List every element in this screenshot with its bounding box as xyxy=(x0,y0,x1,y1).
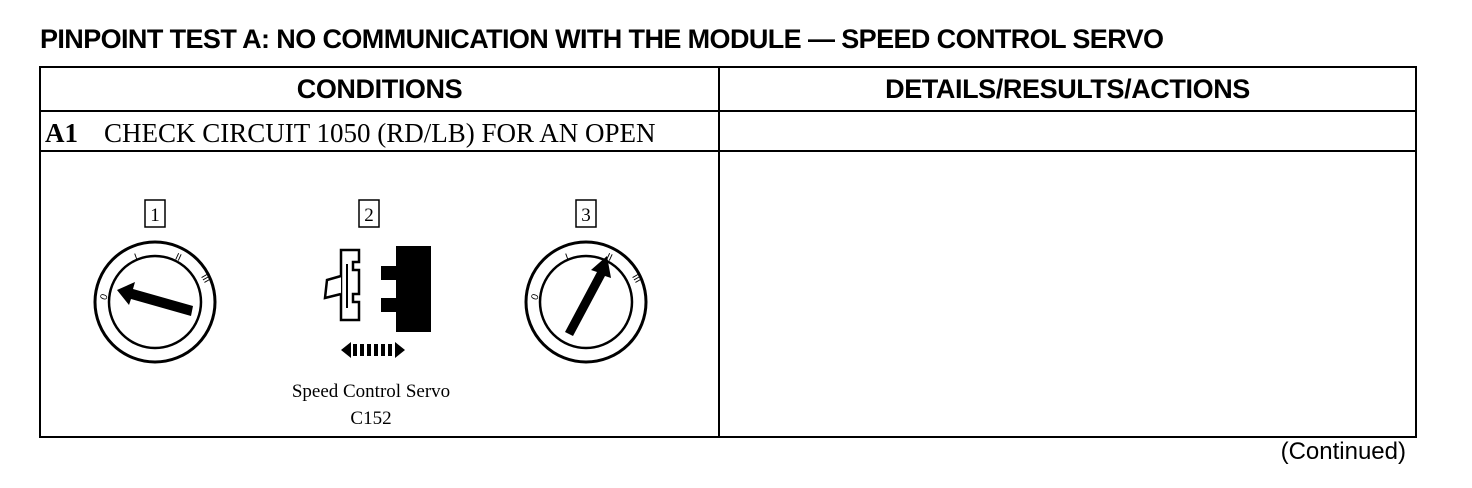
continued-note: (Continued) xyxy=(1280,438,1406,465)
column-divider xyxy=(718,68,720,436)
caption-connector-id: C152 xyxy=(350,408,392,429)
figure-caption: Speed Control Servo C152 xyxy=(251,378,491,432)
details-header: DETAILS/RESULTS/ACTIONS xyxy=(885,74,1250,104)
svg-text:3: 3 xyxy=(581,205,591,226)
caption-component: Speed Control Servo xyxy=(291,381,451,402)
ignition-switch-off-icon: 0 I II III xyxy=(93,240,217,364)
svg-text:I: I xyxy=(133,252,139,263)
svg-text:II: II xyxy=(173,252,183,264)
conditions-figure: 1 2 3 0 I II III xyxy=(41,152,718,436)
svg-text:II: II xyxy=(604,252,614,264)
page-title: PINPOINT TEST A: NO COMMUNICATION WITH T… xyxy=(40,24,1164,54)
step-number-box-3: 3 xyxy=(575,199,597,228)
header-divider xyxy=(41,110,1415,112)
step-row: A1 CHECK CIRCUIT 1050 (RD/LB) FOR AN OPEN xyxy=(45,118,656,149)
svg-text:1: 1 xyxy=(150,205,160,226)
figure-illustration: 1 2 3 0 I II III xyxy=(93,199,648,364)
ignition-switch-run-icon: 0 I II III xyxy=(524,240,648,364)
step-number-box-2: 2 xyxy=(358,199,380,228)
pinpoint-test-table: CONDITIONS DETAILS/RESULTS/ACTIONS A1 CHE… xyxy=(39,66,1417,438)
svg-text:0: 0 xyxy=(530,292,542,301)
svg-text:2: 2 xyxy=(364,205,374,226)
step-text: CHECK CIRCUIT 1050 (RD/LB) FOR AN OPEN xyxy=(104,118,656,148)
step-number-box-1: 1 xyxy=(144,199,166,228)
conditions-header: CONDITIONS xyxy=(296,74,463,104)
svg-text:I: I xyxy=(564,252,570,263)
svg-text:0: 0 xyxy=(99,292,111,301)
step-divider xyxy=(41,150,1415,152)
speed-control-servo-connector-icon xyxy=(323,246,431,358)
step-id: A1 xyxy=(45,118,78,148)
